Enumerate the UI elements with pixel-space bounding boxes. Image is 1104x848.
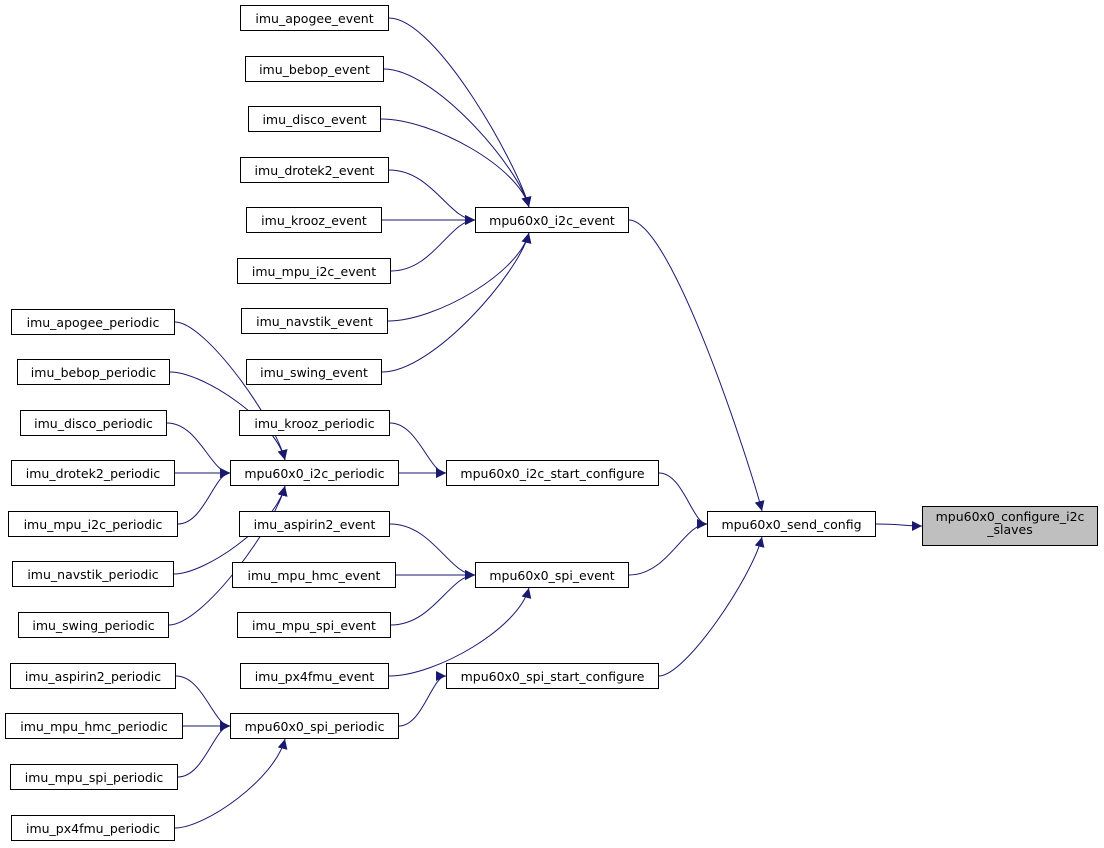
edge-imu-navstik-periodic-to-mpu60x0-i2c-periodic (173, 485, 288, 575)
edge-imu-bebop-event-to-mpu60x0-i2c-event (383, 68, 532, 208)
edge-imu-mpu-spi-periodic-to-mpu60x0-spi-periodic (177, 721, 231, 778)
node-imu-drotek2-event[interactable]: imu_drotek2_event (240, 157, 389, 183)
node-imu-drotek2-periodic[interactable]: imu_drotek2_periodic (11, 460, 175, 486)
node-mpu60x0-i2c-periodic[interactable]: mpu60x0_i2c_periodic (230, 460, 399, 486)
node-mpu60x0-send-config[interactable]: mpu60x0_send_config (707, 511, 876, 537)
node-imu-disco-event[interactable]: imu_disco_event (248, 106, 381, 132)
edge-mpu60x0-spi-event-to-mpu60x0-send-config (628, 519, 708, 576)
edge-imu-navstik-event-to-mpu60x0-i2c-event (387, 232, 532, 322)
node-imu-apogee-event[interactable]: imu_apogee_event (240, 5, 389, 31)
node-mpu60x0-spi-start-configure[interactable]: mpu60x0_spi_start_configure (446, 663, 659, 689)
edge-imu-px4fmu-event-to-mpu60x0-spi-event (388, 587, 532, 677)
node-mpu60x0-spi-periodic[interactable]: mpu60x0_spi_periodic (230, 713, 399, 739)
node-imu-mpu-i2c-event[interactable]: imu_mpu_i2c_event (237, 258, 391, 284)
node-imu-krooz-periodic[interactable]: imu_krooz_periodic (239, 410, 390, 436)
node-imu-bebop-periodic[interactable]: imu_bebop_periodic (17, 359, 170, 385)
node-imu-disco-periodic[interactable]: imu_disco_periodic (20, 410, 167, 436)
edge-imu-disco-event-to-mpu60x0-i2c-event (380, 118, 532, 208)
edge-imu-mpu-i2c-periodic-to-mpu60x0-i2c-periodic (177, 468, 231, 525)
edge-imu-mpu-spi-event-to-mpu60x0-spi-event (390, 570, 476, 626)
edge-imu-mpu-i2c-event-to-mpu60x0-i2c-event (390, 215, 476, 272)
node-imu-aspirin2-periodic[interactable]: imu_aspirin2_periodic (10, 663, 176, 689)
node-imu-mpu-spi-periodic[interactable]: imu_mpu_spi_periodic (10, 764, 178, 790)
node-target-mpu60x0-configure-i2c-slaves[interactable]: mpu60x0_configure_i2c _slaves (922, 506, 1098, 546)
node-mpu60x0-i2c-event[interactable]: mpu60x0_i2c_event (475, 207, 629, 233)
node-mpu60x0-spi-event[interactable]: mpu60x0_spi_event (475, 562, 629, 588)
edge-imu-apogee-periodic-to-mpu60x0-i2c-periodic (174, 321, 288, 461)
target-label-line-2: _slaves (987, 522, 1033, 537)
node-imu-swing-event[interactable]: imu_swing_event (246, 359, 382, 385)
node-mpu60x0-i2c-start-configure[interactable]: mpu60x0_i2c_start_configure (446, 460, 659, 486)
edge-mpu60x0-spi-start-configure-to-mpu60x0-send-config (658, 536, 765, 677)
node-imu-px4fmu-periodic[interactable]: imu_px4fmu_periodic (11, 815, 175, 841)
node-imu-bebop-event[interactable]: imu_bebop_event (245, 56, 384, 82)
node-imu-mpu-spi-event[interactable]: imu_mpu_spi_event (237, 612, 391, 638)
target-label-line-1: mpu60x0_configure_i2c (935, 509, 1085, 524)
edge-imu-bebop-periodic-to-mpu60x0-i2c-periodic (169, 371, 288, 461)
node-imu-mpu-hmc-periodic[interactable]: imu_mpu_hmc_periodic (5, 713, 183, 739)
node-imu-aspirin2-event[interactable]: imu_aspirin2_event (239, 511, 390, 537)
edge-mpu60x0-spi-periodic-to-mpu60x0-spi-start-configure (398, 671, 447, 727)
node-imu-krooz-event[interactable]: imu_krooz_event (246, 207, 382, 233)
node-imu-navstik-periodic[interactable]: imu_navstik_periodic (12, 561, 174, 587)
edge-imu-swing-event-to-mpu60x0-i2c-event (381, 232, 532, 373)
edge-mpu60x0-send-config-to-target (875, 520, 923, 531)
node-imu-swing-periodic[interactable]: imu_swing_periodic (18, 612, 169, 638)
node-imu-mpu-hmc-event[interactable]: imu_mpu_hmc_event (232, 562, 396, 588)
node-imu-mpu-i2c-periodic[interactable]: imu_mpu_i2c_periodic (8, 511, 178, 537)
edge-mpu60x0-i2c-event-to-mpu60x0-send-config (628, 219, 765, 512)
node-imu-navstik-event[interactable]: imu_navstik_event (241, 308, 388, 334)
node-imu-apogee-periodic[interactable]: imu_apogee_periodic (11, 309, 175, 335)
node-imu-px4fmu-event[interactable]: imu_px4fmu_event (240, 663, 389, 689)
edge-imu-px4fmu-periodic-to-mpu60x0-spi-periodic (174, 738, 288, 829)
edge-imu-apogee-event-to-mpu60x0-i2c-event (388, 17, 532, 208)
